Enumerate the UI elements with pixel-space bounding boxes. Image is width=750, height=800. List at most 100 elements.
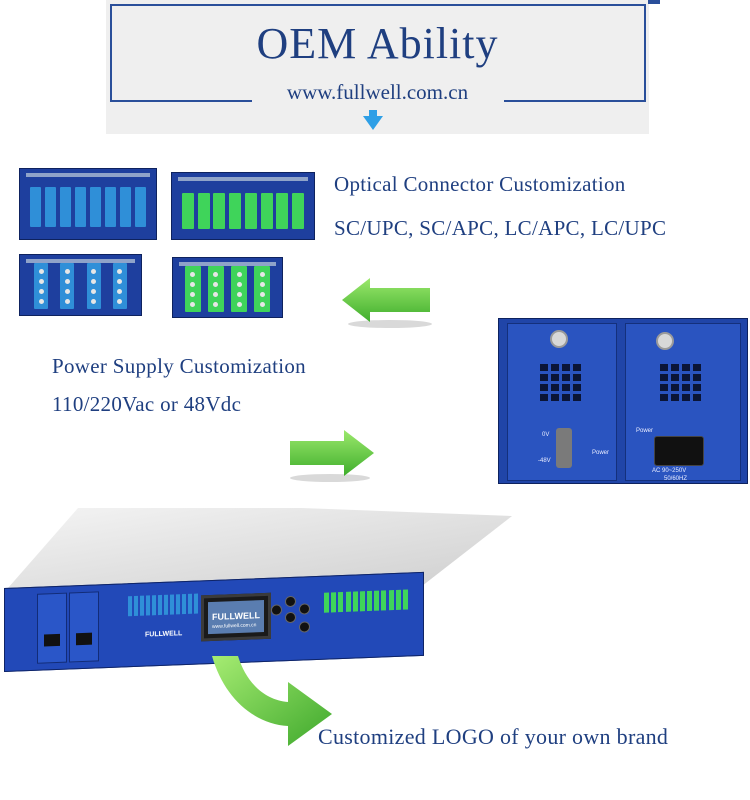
device-port	[158, 594, 162, 616]
connector-port	[244, 193, 257, 229]
header-corner-mark	[648, 0, 660, 4]
connector-port	[120, 187, 131, 227]
dc-power-label: Power	[592, 450, 610, 456]
ferrule-dot	[38, 289, 44, 294]
ferrule-dot	[91, 289, 97, 294]
device-port	[182, 594, 186, 615]
ferrule-dot	[117, 299, 123, 304]
connector-port	[207, 266, 224, 312]
device-port	[194, 593, 198, 614]
device-port	[164, 594, 168, 615]
ferrule-dot	[117, 279, 123, 284]
ferrule-dot	[190, 272, 196, 277]
ferrule-dot	[190, 292, 196, 297]
ferrule-dot	[91, 279, 97, 284]
connector-rail	[179, 262, 276, 266]
ferrule-dot	[213, 292, 219, 297]
ac-rating-label: AC 90~250V	[652, 468, 687, 474]
header-frame	[110, 4, 646, 102]
logo-title: Customized LOGO of your own brand	[318, 724, 669, 749]
down-triangle-icon	[363, 116, 383, 130]
dc-top-label: 0V	[542, 432, 550, 438]
device-port	[128, 596, 132, 617]
green-curved-arrow-icon	[212, 656, 332, 746]
device-port	[388, 590, 394, 611]
device-button	[299, 603, 310, 615]
connector-port	[75, 187, 86, 227]
ferrule-dot	[259, 282, 265, 287]
connector-port	[45, 187, 56, 227]
connector-port	[260, 193, 273, 229]
green-left-arrow-icon	[342, 278, 432, 328]
device-lcd-screen: FULLWELL www.fullwell.com.cn	[201, 592, 271, 642]
ferrule-dot	[38, 279, 44, 284]
connector-types: SC/UPC, SC/APC, LC/APC, LC/UPC	[334, 216, 667, 240]
ferrule-dot	[259, 292, 265, 297]
device-port	[170, 594, 174, 615]
ferrule-dot	[213, 302, 219, 307]
ferrule-dot	[38, 269, 44, 274]
connector-title: Optical Connector Customization	[334, 172, 626, 196]
ferrule-dot	[259, 302, 265, 307]
device-port	[152, 595, 156, 616]
connector-port	[184, 266, 201, 312]
connector-port	[213, 193, 226, 229]
device-port	[338, 591, 344, 613]
device-port	[352, 591, 358, 612]
connector-port	[254, 266, 271, 312]
device-port	[140, 595, 144, 616]
ferrule-dot	[64, 289, 70, 294]
ferrule-dot	[236, 282, 242, 287]
dc-terminal	[556, 428, 572, 468]
connector-port	[135, 187, 146, 227]
device-port	[395, 589, 401, 610]
connector-port	[60, 187, 71, 227]
ferrule-dot	[190, 302, 196, 307]
connector-port	[181, 193, 194, 229]
connector-port	[30, 187, 41, 227]
connector-rail	[178, 177, 308, 181]
device-brand-logo: FULLWELL	[145, 630, 183, 639]
green-right-arrow-icon	[290, 430, 374, 482]
ac-power-label: Power	[636, 428, 654, 434]
ferrule-dot	[259, 272, 265, 277]
ferrule-dot	[117, 269, 123, 274]
connector-port	[105, 187, 116, 227]
photo-lc-upc-connectors	[19, 254, 142, 316]
ferrule-dot	[91, 269, 97, 274]
vent-grille	[660, 364, 701, 401]
connector-port	[197, 193, 210, 229]
device-button	[285, 611, 296, 624]
device-psu-slot	[37, 592, 67, 664]
connector-port	[34, 263, 49, 309]
connector-port	[229, 193, 242, 229]
device-port	[381, 590, 387, 611]
ferrule-dot	[213, 272, 219, 277]
ferrule-dot	[38, 299, 44, 304]
ferrule-dot	[190, 282, 196, 287]
device-port	[367, 590, 373, 612]
ferrule-dot	[117, 289, 123, 294]
photo-lc-apc-connectors	[172, 257, 283, 318]
connector-port	[112, 263, 127, 309]
photo-sc-apc-connectors	[171, 172, 315, 240]
device-port	[374, 590, 380, 611]
connector-port	[292, 193, 305, 229]
device-button	[299, 621, 310, 633]
photo-power-supply-modules: 0V -48V Power Power AC 90~250V 50/60HZ	[498, 318, 748, 484]
ferrule-dot	[236, 302, 242, 307]
connector-port	[90, 187, 101, 227]
header-url: www.fullwell.com.cn	[286, 80, 469, 104]
device-psu-slot	[69, 591, 99, 663]
lcd-brand-logo: FULLWELL	[212, 610, 260, 623]
down-triangle-icon	[369, 110, 377, 116]
device-port	[146, 595, 150, 616]
device-button	[285, 595, 296, 608]
header-banner	[106, 0, 649, 134]
ac-socket	[654, 436, 704, 466]
connector-port	[86, 263, 101, 309]
device-port	[188, 593, 192, 614]
device-port	[176, 594, 180, 615]
device-port	[331, 592, 337, 613]
ferrule-dot	[64, 269, 70, 274]
